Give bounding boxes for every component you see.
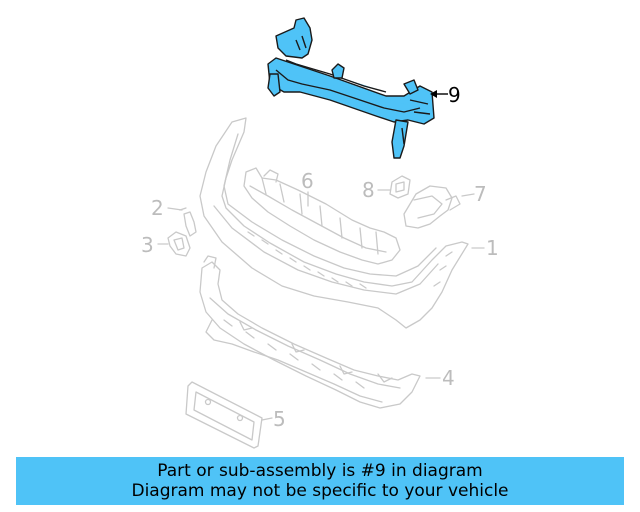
- callout-4: 4: [442, 366, 455, 390]
- banner-line-1: Part or sub-assembly is #9 in diagram: [157, 461, 483, 481]
- callout-6: 6: [301, 169, 314, 193]
- callout-9: 9: [448, 83, 461, 107]
- callout-2: 2: [151, 196, 164, 220]
- bracket-part-3: [167, 231, 191, 257]
- info-banner: Part or sub-assembly is #9 in diagram Di…: [16, 457, 624, 505]
- side-bracket-part: [403, 185, 461, 229]
- arrowhead-9-icon: [430, 90, 437, 98]
- callout-8: 8: [362, 178, 375, 202]
- small-bracket-part: [389, 175, 411, 199]
- callout-5: 5: [273, 407, 286, 431]
- callout-7: 7: [474, 182, 487, 206]
- banner-line-2: Diagram may not be specific to your vehi…: [131, 481, 509, 501]
- grille-absorber-part: [243, 167, 401, 265]
- callout-1: 1: [486, 236, 499, 260]
- lower-valance-part: [199, 255, 421, 409]
- callout-3: 3: [141, 233, 154, 257]
- leader-lines: [157, 189, 485, 421]
- bumper-cover-part: [199, 117, 469, 329]
- license-plate-bracket-part: [185, 381, 263, 449]
- clip-part: [179, 207, 197, 237]
- reinforcement-beam-part: [267, 17, 435, 159]
- parts-diagram: [157, 17, 485, 449]
